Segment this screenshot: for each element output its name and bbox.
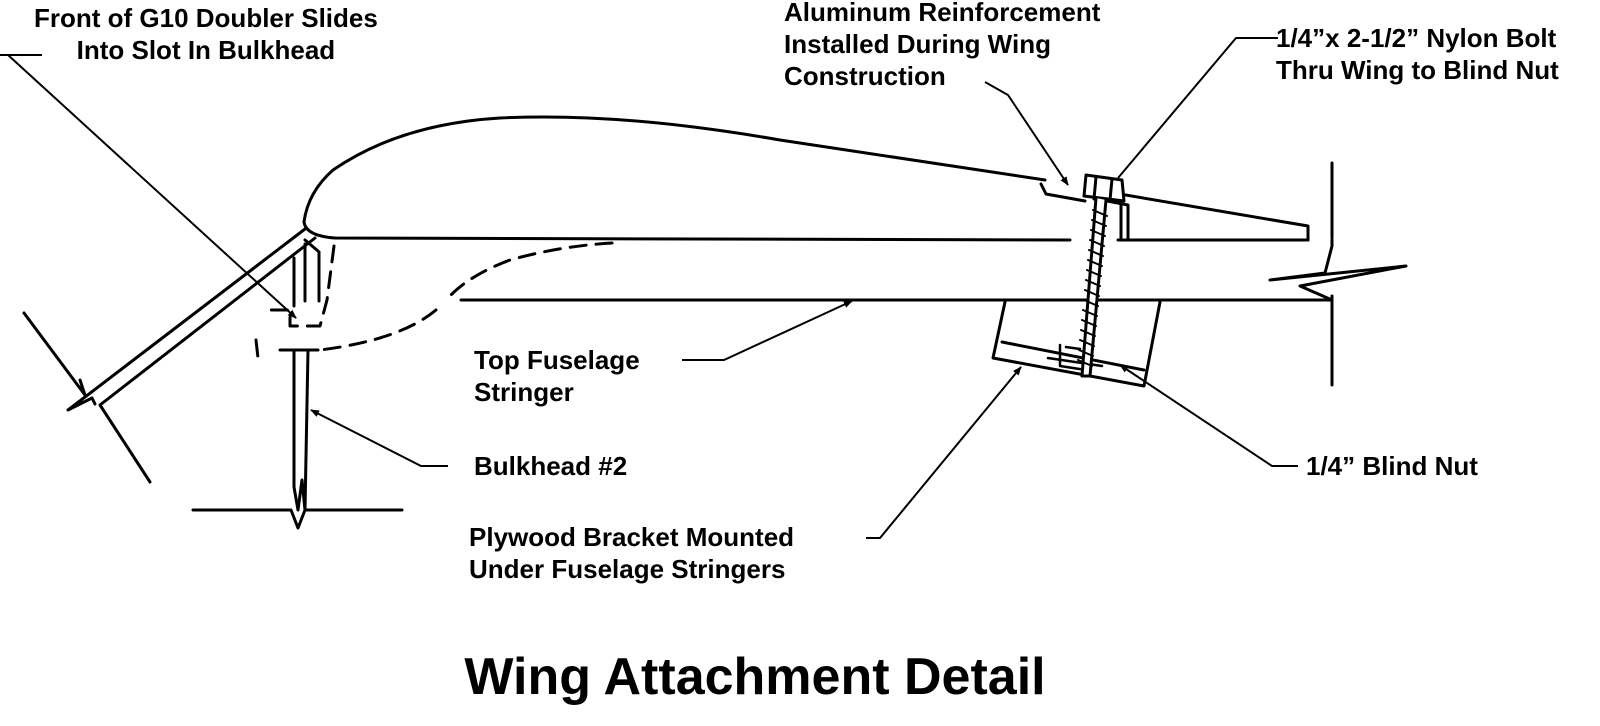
aluminum-reinforcement-label-line-2: Installed During Wing xyxy=(784,29,1051,59)
g10-doubler-label-line-2: Into Slot In Bulkhead xyxy=(76,35,336,65)
g10-doubler-leader xyxy=(0,54,296,318)
top-fuselage-stringer-leader xyxy=(682,300,853,361)
nylon-bolt-part xyxy=(1080,173,1126,378)
plywood-bracket-label-line-2: Under Fuselage Stringers xyxy=(469,554,786,584)
bulkhead-part xyxy=(191,256,404,530)
nylon-bolt-label-line-1: 1/4”x 2-1/2” Nylon Bolt xyxy=(1276,23,1557,53)
nylon-bolt-label-line-2: Thru Wing to Blind Nut xyxy=(1276,55,1559,85)
bolt-threads xyxy=(1077,209,1108,367)
blind-nut-leader xyxy=(1119,364,1298,467)
blind-nut-label: 1/4” Blind Nut xyxy=(1306,450,1478,482)
aluminum-reinforcement-part xyxy=(1039,182,1130,242)
plywood-bracket-label: Plywood Bracket Mounted Under Fuselage S… xyxy=(469,521,794,585)
aluminum-reinforcement-label: Aluminum Reinforcement Installed During … xyxy=(784,0,1100,92)
bulkhead-leader xyxy=(310,409,448,467)
plywood-bracket-part xyxy=(991,300,1162,388)
bulkhead-label: Bulkhead #2 xyxy=(474,450,627,482)
g10-doubler-label: Front of G10 Doubler Slides Into Slot In… xyxy=(34,2,378,66)
top-fuselage-stringer-label-line-1: Top Fuselage xyxy=(474,345,640,375)
diagram-title: Wing Attachment Detail xyxy=(464,648,1046,706)
plywood-bracket-leader xyxy=(866,366,1022,539)
nylon-bolt-leader xyxy=(1117,37,1278,179)
forward-former-part xyxy=(22,227,317,484)
g10-doubler-label-line-1: Front of G10 Doubler Slides xyxy=(34,3,378,33)
top-fuselage-stringer-part xyxy=(303,238,1408,303)
nylon-bolt-label: 1/4”x 2-1/2” Nylon Bolt Thru Wing to Bli… xyxy=(1276,22,1559,86)
aluminum-reinforcement-leader xyxy=(984,81,1069,186)
aluminum-reinforcement-label-line-1: Aluminum Reinforcement xyxy=(784,0,1101,27)
bulkhead-label-line-1: Bulkhead #2 xyxy=(474,451,628,481)
plywood-bracket-label-line-1: Plywood Bracket Mounted xyxy=(469,522,795,552)
aluminum-reinforcement-label-line-3: Construction xyxy=(784,61,946,91)
top-fuselage-stringer-label: Top Fuselage Stringer xyxy=(474,344,640,408)
blind-nut-label-line-1: 1/4” Blind Nut xyxy=(1306,451,1478,481)
top-fuselage-stringer-label-line-2: Stringer xyxy=(474,377,574,407)
wing-airfoil xyxy=(302,115,1310,242)
